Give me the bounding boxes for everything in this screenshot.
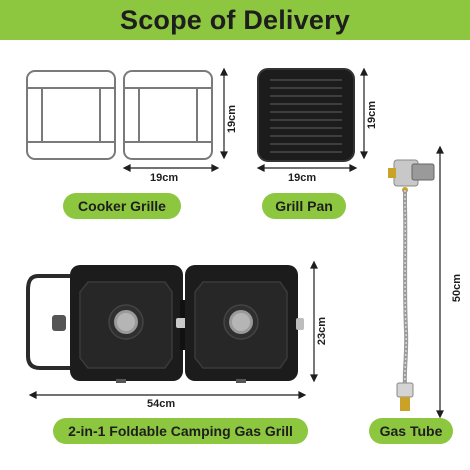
header-banner: Scope of Delivery bbox=[0, 0, 470, 40]
gas-tube-label: Gas Tube bbox=[369, 418, 453, 444]
grill-pan-width: 19cm bbox=[288, 172, 317, 184]
camping-grill-width: 54cm bbox=[147, 398, 176, 410]
camping-grill-height: 23cm bbox=[316, 316, 329, 346]
camping-grill-label: 2-in-1 Foldable Camping Gas Grill bbox=[53, 418, 308, 444]
page-title: Scope of Delivery bbox=[120, 4, 350, 35]
cooker-grille-width: 19cm bbox=[150, 172, 179, 184]
cooker-grille-label: Cooker Grille bbox=[63, 193, 181, 219]
grill-pan-label: Grill Pan bbox=[262, 193, 346, 219]
